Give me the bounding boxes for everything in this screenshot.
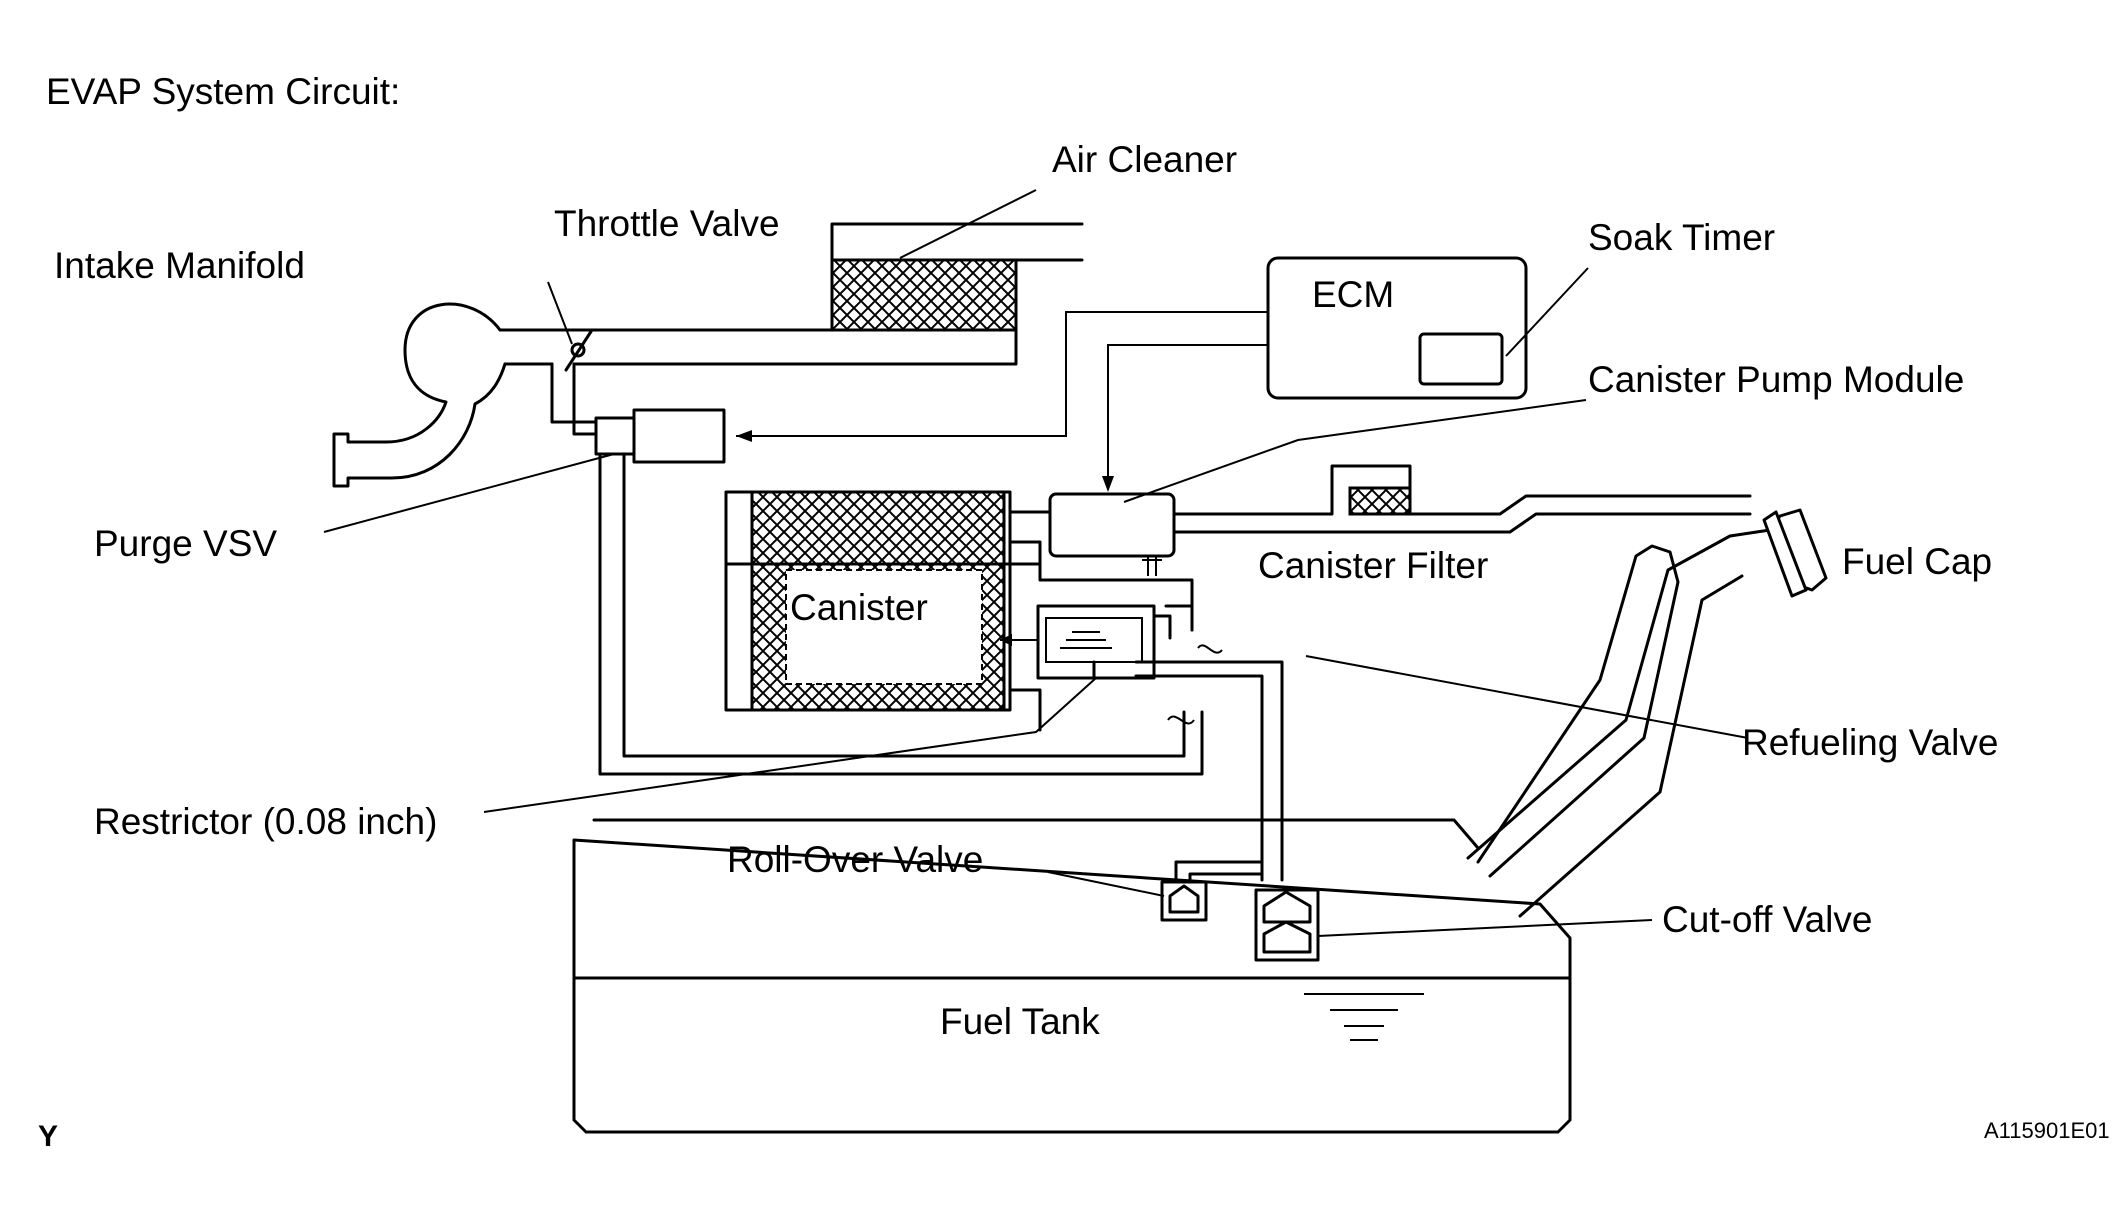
diagram-title: EVAP System Circuit:	[46, 71, 400, 112]
fuel-tank-label: Fuel Tank	[940, 1001, 1100, 1042]
throttle-valve-label: Throttle Valve	[554, 203, 780, 244]
cut-off-valve	[1254, 888, 1320, 962]
figure-id: A115901E01	[1984, 1118, 2110, 1143]
soak-timer-label: Soak Timer	[1588, 217, 1775, 258]
air-cleaner	[830, 222, 1084, 332]
vent-line	[1172, 494, 1752, 534]
canister-filter-label: Canister Filter	[1258, 545, 1488, 586]
canister-pump-module	[1048, 492, 1176, 576]
leader-lines	[323, 189, 1749, 937]
refueling-valve	[1000, 604, 1194, 680]
vsv-canister-hose	[598, 452, 1204, 776]
throttle-valve	[547, 281, 594, 372]
hose-break-1	[1197, 644, 1223, 654]
roll-over-valve	[1160, 860, 1264, 922]
pump-signal-arrow	[1102, 476, 1114, 492]
ecm-box: ECM	[1266, 256, 1528, 400]
cut-off-valve-label: Cut-off Valve	[1662, 899, 1872, 940]
purge-vsv-signal-arrow	[736, 430, 752, 442]
vsv-intake-hose	[550, 362, 598, 436]
ecm-to-purge-vsv-wire	[736, 311, 1268, 437]
canister: Canister	[724, 490, 1042, 712]
fuel-inlet-pipe	[1466, 528, 1772, 918]
canister-filter	[1330, 464, 1412, 516]
fuel-cap-label: Fuel Cap	[1842, 541, 1992, 582]
purge-vsv-label: Purge VSV	[94, 523, 277, 564]
refueling-valve-label: Refueling Valve	[1742, 722, 1998, 763]
refueling-tank-pipe	[1134, 660, 1284, 882]
hose-break-2	[1167, 715, 1195, 725]
soak-timer-box	[1418, 332, 1504, 386]
air-cleaner-label: Air Cleaner	[1052, 139, 1237, 180]
intake-manifold-label: Intake Manifold	[54, 245, 305, 286]
restrictor-label: Restrictor (0.08 inch)	[94, 801, 437, 842]
canister-pump-hose	[1008, 510, 1194, 732]
intake-manifold	[332, 302, 507, 488]
purge-vsv	[594, 408, 726, 464]
ecm-label: ECM	[1312, 274, 1394, 315]
canister-label: Canister	[790, 587, 928, 628]
corner-code: Y	[38, 1120, 58, 1153]
ecm-to-pump-wire	[1107, 344, 1268, 486]
canister-pump-module-label: Canister Pump Module	[1588, 359, 1964, 400]
fuel-cap	[1762, 508, 1828, 598]
fuel-tank	[572, 818, 1572, 1134]
roll-over-valve-label: Roll-Over Valve	[727, 839, 983, 880]
